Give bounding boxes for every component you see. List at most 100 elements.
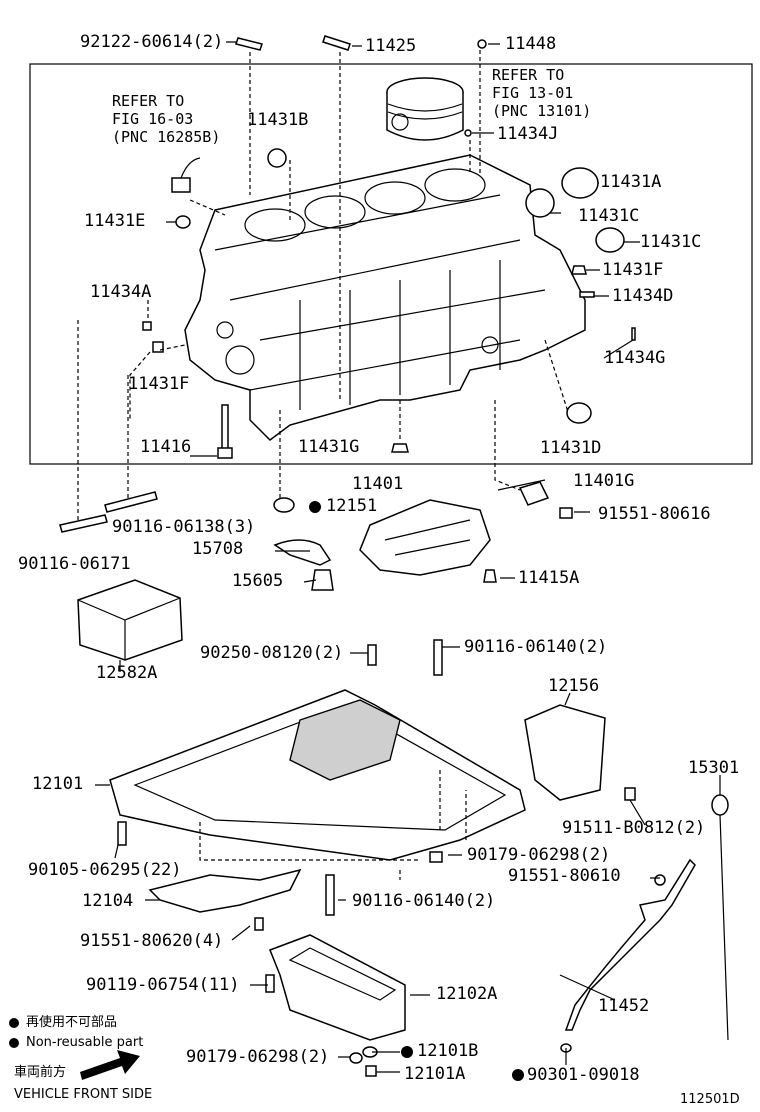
bolt-91511	[624, 787, 636, 801]
label-90301: 90301-09018	[527, 1065, 640, 1085]
stud-90116-06138	[104, 491, 158, 513]
oil-pump-body	[359, 499, 491, 576]
label-12101: 12101	[32, 774, 84, 794]
label-11431F-left: 11431F	[128, 374, 190, 394]
nut-90179-a	[429, 851, 443, 863]
label-11434J: 11434J	[497, 124, 559, 144]
baffle-12104	[148, 868, 302, 913]
bolt-90119	[265, 974, 275, 993]
seal-11431D	[566, 402, 592, 424]
dipstick-handle	[711, 794, 729, 816]
pin-11434D	[579, 291, 595, 298]
ref-fig-13-01: REFER TO FIG 13-01 (PNC 13101)	[492, 66, 592, 120]
label-12582A: 12582A	[96, 663, 158, 683]
label-11431A: 11431A	[600, 172, 662, 192]
label-90116-06140-top: 90116-06140(2)	[464, 637, 608, 657]
label-15708: 15708	[192, 539, 244, 559]
oil-pan-12102A	[269, 934, 406, 1041]
stud-90116-06171	[59, 514, 108, 533]
label-11431B: 11431B	[247, 110, 309, 130]
sensor-11401G	[518, 481, 550, 506]
label-11416: 11416	[140, 437, 192, 457]
bolt-90105	[117, 821, 127, 846]
block-frame	[29, 63, 753, 465]
label-11401G: 11401G	[573, 471, 635, 491]
plug-11431F-l	[152, 341, 164, 353]
label-11431C-2: 11431C	[640, 232, 702, 252]
figure-id: 112501D	[680, 1092, 740, 1107]
plug-11431F-r	[571, 265, 587, 275]
legend-jp-nonreusable: 再使用不可部品	[26, 1015, 118, 1030]
label-91551-80616: 91551-80616	[598, 504, 711, 524]
stud-92122	[235, 37, 263, 51]
bolt-91551-80616	[559, 507, 573, 519]
label-11434G: 11434G	[604, 348, 666, 368]
plug-12101A	[365, 1065, 377, 1077]
bolt-11416	[217, 404, 233, 459]
pin-11434G	[631, 327, 636, 341]
plug-11431A	[561, 167, 599, 199]
baffle-12156	[524, 704, 606, 801]
sensor-ref	[171, 177, 191, 193]
label-90250: 90250-08120(2)	[200, 643, 344, 663]
label-12104: 12104	[82, 891, 134, 911]
plug-11431C-2	[595, 227, 625, 253]
label-11431C-1: 11431C	[578, 206, 640, 226]
label-90179-b: 90179-06298(2)	[186, 1047, 330, 1067]
pin-11448	[477, 39, 487, 49]
label-91551-80610: 91551-80610	[508, 866, 621, 886]
cover-12582A	[77, 579, 183, 661]
plug-11431B	[267, 148, 287, 168]
dipstick-15301	[719, 814, 729, 1041]
label-11431E: 11431E	[84, 211, 146, 231]
plug-11415A	[483, 569, 497, 583]
label-91551-80620: 91551-80620(4)	[80, 931, 224, 951]
bolt-91551-80620	[254, 917, 264, 931]
piston-drawing	[386, 77, 464, 141]
label-11431F-right: 11431F	[602, 260, 664, 280]
stud-90250	[367, 644, 377, 666]
label-92122: 92122-60614(2)	[80, 32, 224, 52]
label-12101A: 12101A	[404, 1064, 466, 1084]
oil-pan-12101	[109, 689, 526, 861]
pin-11434J	[464, 129, 472, 137]
plug-11431E	[175, 215, 191, 229]
label-12102A: 12102A	[436, 984, 498, 1004]
legend-en-front: VEHICLE FRONT SIDE	[14, 1087, 153, 1102]
guide-11452	[564, 858, 696, 1031]
bolt-91551-80610	[654, 874, 666, 886]
front-arrow-icon	[80, 1050, 140, 1080]
label-11401: 11401	[352, 474, 404, 494]
pin-11434A	[142, 321, 152, 331]
valve-15605	[311, 569, 334, 591]
label-11452: 11452	[598, 996, 650, 1016]
engine-block-drawing	[184, 154, 586, 441]
label-11425: 11425	[365, 36, 417, 56]
stud-90116-06140-top	[433, 639, 443, 676]
plug-11431C-1	[525, 188, 555, 218]
pipe-15708	[273, 539, 332, 566]
oring-12151	[273, 497, 295, 513]
label-11434D: 11434D	[612, 286, 674, 306]
stud-90116-06140-bot	[325, 874, 335, 916]
nut-90179-b	[349, 1052, 363, 1064]
label-11448: 11448	[505, 34, 557, 54]
label-90116-06140-bot: 90116-06140(2)	[352, 891, 496, 911]
label-12151: 12151	[326, 496, 378, 516]
legend-jp-front: 車両前方	[14, 1065, 67, 1080]
label-11434A: 11434A	[90, 282, 152, 302]
label-11431G: 11431G	[298, 437, 360, 457]
label-12101B: 12101B	[417, 1041, 479, 1061]
label-90116-06138: 90116-06138(3)	[112, 517, 256, 537]
label-90116-06171: 90116-06171	[18, 554, 131, 574]
label-11431D: 11431D	[540, 438, 602, 458]
label-91511: 91511-B0812(2)	[562, 818, 706, 838]
label-15605: 15605	[232, 571, 284, 591]
label-11415A: 11415A	[518, 568, 580, 588]
ref-fig-16-03: REFER TO FIG 16-03 (PNC 16285B)	[112, 92, 221, 146]
legend-en-nonreusable: Non-reusable part	[26, 1035, 144, 1050]
plug-11431G	[391, 443, 409, 453]
label-12156: 12156	[548, 676, 600, 696]
